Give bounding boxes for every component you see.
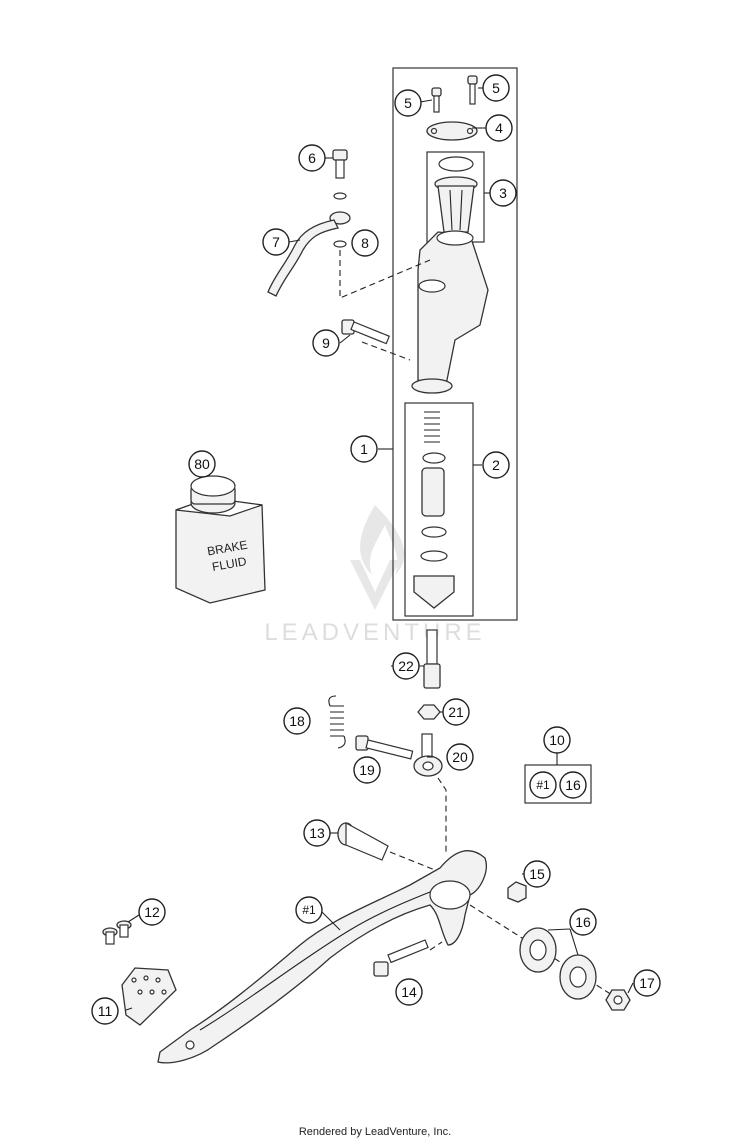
svg-text:16: 16: [565, 777, 581, 793]
svg-text:8: 8: [361, 235, 369, 251]
bushing-15: [507, 881, 527, 903]
callout-19: 19: [353, 756, 381, 784]
nut-17: [605, 989, 631, 1011]
dashline-bolt-9: [361, 341, 411, 361]
callout-5-right: 5: [482, 74, 510, 102]
pin-19: [355, 735, 414, 760]
callout-17: 17: [633, 969, 661, 997]
svg-text:5: 5: [404, 95, 412, 111]
svg-text:2: 2: [492, 457, 500, 473]
svg-text:14: 14: [401, 984, 417, 1000]
svg-text:18: 18: [289, 713, 305, 729]
callout-15: 15: [523, 860, 551, 888]
cylinder-body: [411, 230, 489, 394]
reservoir-cover: [426, 121, 478, 141]
callout-14: 14: [395, 978, 423, 1006]
svg-text:80: 80: [194, 456, 210, 472]
svg-text:16: 16: [575, 914, 591, 930]
callout-20: 20: [446, 743, 474, 771]
brake-hose: [267, 211, 351, 297]
svg-text:21: 21: [448, 704, 464, 720]
callout-21: 21: [442, 698, 470, 726]
callout-pedal-1: #1: [295, 896, 323, 924]
callout-16: 16: [569, 908, 597, 936]
brake-fluid-bottle: BRAKE FLUID: [175, 475, 266, 604]
svg-text:11: 11: [98, 1003, 113, 1019]
svg-text:10: 10: [549, 732, 565, 748]
banjo-bolt: [332, 149, 348, 248]
svg-text:6: 6: [308, 150, 316, 166]
callout-9: 9: [312, 329, 340, 357]
callout-5-left: 5: [394, 89, 422, 117]
callout-6: 6: [298, 144, 326, 172]
return-spring: [328, 695, 346, 749]
callout-22: 22: [392, 652, 420, 680]
dashline-screw-14: [429, 941, 443, 951]
bottle-label-line1: BRAKE: [206, 538, 249, 559]
dashline-hose: [339, 250, 431, 299]
set-10-box: [524, 764, 592, 804]
callout-80: 80: [188, 450, 216, 478]
bottle-label-line2: FLUID: [211, 554, 248, 574]
dashline-clevis: [437, 777, 447, 855]
svg-text:19: 19: [359, 762, 375, 778]
svg-text:#1: #1: [536, 778, 550, 792]
reservoir-bellows: [434, 156, 478, 233]
svg-text:5: 5: [492, 80, 500, 96]
svg-text:1: 1: [360, 441, 368, 457]
callout-18: 18: [283, 707, 311, 735]
callout-7: 7: [262, 228, 290, 256]
screw-14: [373, 939, 429, 977]
watermark-text: LEADVENTURE: [264, 619, 485, 646]
pivot-shaft: [337, 821, 389, 861]
pedal-tip: [121, 967, 177, 1026]
svg-text:15: 15: [529, 866, 545, 882]
footer-credit: Rendered by LeadVenture, Inc.: [298, 1126, 452, 1138]
callout-12: 12: [138, 898, 166, 926]
callout-4: 4: [485, 114, 513, 142]
callout-8: 8: [351, 229, 379, 257]
svg-text:4: 4: [495, 120, 503, 136]
callout-11: 11: [91, 997, 119, 1025]
bearing-b: [559, 954, 597, 1000]
nut-21: [417, 704, 441, 720]
callout-10-part-1: #1: [529, 771, 557, 799]
svg-text:12: 12: [144, 904, 160, 920]
callout-2: 2: [482, 451, 510, 479]
watermark: LEADVENTURE: [264, 505, 485, 646]
callout-13: 13: [303, 819, 331, 847]
bolt-9: [341, 319, 391, 345]
callout-10-part-16: 16: [559, 771, 587, 799]
piston-kit-parts: [413, 411, 455, 609]
screw-5-right: [467, 75, 478, 105]
callout-10: 10: [543, 726, 571, 754]
svg-text:7: 7: [272, 234, 280, 250]
callout-1: 1: [350, 435, 378, 463]
svg-text:13: 13: [309, 825, 325, 841]
piston-kit-frame: [404, 402, 474, 617]
svg-text:#1: #1: [302, 903, 316, 917]
brake-pedal: [157, 850, 487, 1064]
svg-text:9: 9: [322, 335, 330, 351]
tip-screws: [102, 920, 132, 945]
svg-text:17: 17: [639, 975, 655, 991]
cylinder-group-frame: [392, 67, 518, 621]
svg-text:3: 3: [499, 185, 507, 201]
callout-3: 3: [489, 179, 517, 207]
clevis-20: [413, 733, 443, 777]
svg-text:22: 22: [398, 658, 414, 674]
svg-text:20: 20: [452, 749, 468, 765]
bearing-a: [519, 927, 557, 973]
screw-5-left: [431, 87, 442, 113]
push-rod: [423, 629, 441, 689]
